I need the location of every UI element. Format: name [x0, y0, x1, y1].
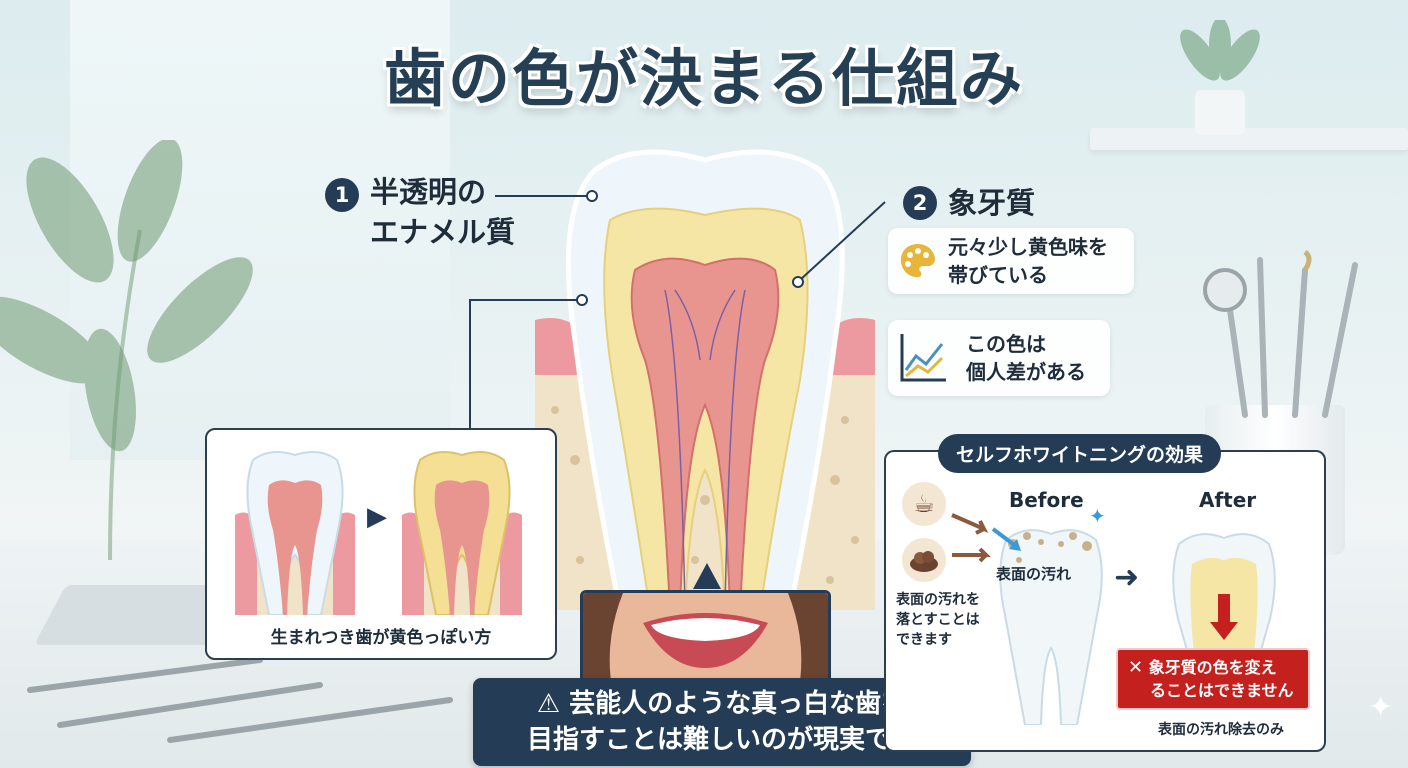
result-arrow-icon: ➜: [1114, 560, 1140, 595]
yellow-tooth-diagram: [402, 450, 522, 615]
warning-banner: ⚠ 芸能人のような真っ白な歯を 目指すことは難しいのが現実です: [473, 678, 971, 766]
after-tooth: [1172, 533, 1276, 654]
info-card-individual-line1: この色は: [966, 332, 1046, 356]
warning-line1: 芸能人のような真っ白な歯を: [569, 689, 908, 719]
cannot-change-line1: 象牙質の色を変え: [1148, 658, 1277, 677]
white-tooth-diagram: [235, 450, 355, 615]
pointer-triangle: [693, 563, 721, 589]
tooth-cross-section: [535, 149, 875, 610]
dentin-label: 象牙質: [948, 186, 1036, 220]
info-card-individual-line2: 個人差がある: [966, 360, 1086, 384]
stain-arrows: [951, 513, 991, 563]
info-card-yellowish: 元々少し黄色味を 帯びている: [888, 228, 1134, 294]
removable-note-line2: 落とすことは: [896, 612, 980, 628]
info-card-yellowish-line2: 帯びている: [948, 263, 1048, 287]
transition-arrow-icon: ▶: [367, 502, 387, 532]
sparkle-icon: ✦: [1368, 690, 1394, 725]
whitening-panel: Before After ☕ 表面の汚れを 落とすことは できます ✦ 表面の汚…: [884, 450, 1326, 752]
whitening-heading: セルフホワイトニングの効果: [938, 434, 1222, 473]
info-card-individual: この色は 個人差がある: [888, 320, 1110, 396]
counter-instruments: [27, 657, 453, 743]
coffee-icon: ☕: [902, 482, 946, 526]
enamel-label-line1: 半透明の: [370, 175, 487, 209]
after-label: After: [1199, 488, 1257, 512]
comparison-caption: 生まれつき歯が黄色っぽい方: [270, 628, 492, 648]
background-shelf: [1090, 128, 1408, 150]
cannot-change-line2: ることはできません: [1150, 681, 1294, 700]
dental-instruments: [1203, 250, 1358, 418]
warning-line2: 目指すことは難しいのが現実です: [526, 725, 917, 755]
whitening-footer: 表面の汚れ除去のみ: [1158, 722, 1284, 738]
palette-icon: [900, 244, 935, 278]
food-icon: [902, 538, 946, 582]
before-label: Before: [1009, 488, 1084, 512]
blue-indicator-arrow: [991, 527, 1021, 551]
stain-label: 表面の汚れ: [996, 565, 1072, 583]
sparkle-small-icon: ✦: [1089, 504, 1106, 528]
warning-line1-row: ⚠ 芸能人のような真っ白な歯を: [491, 686, 953, 722]
cannot-change-badge: ✕ 象牙質の色を変え ることはできません: [1116, 648, 1310, 710]
removable-note: 表面の汚れを 落とすことは できます: [896, 590, 980, 650]
info-card-yellowish-line1: 元々少し黄色味を: [948, 235, 1108, 259]
page-title: 歯の色が決まる仕組み: [383, 42, 1024, 115]
background-small-plant: [1180, 20, 1260, 135]
enamel-label-line2: エナメル質: [370, 215, 516, 249]
enamel-label: 半透明の エナメル質: [370, 172, 515, 252]
background-plant: [0, 140, 253, 560]
warning-triangle-icon: ⚠: [536, 689, 561, 719]
cross-icon: ✕: [1128, 657, 1144, 678]
comparison-panel: ▶ 生まれつき歯が黄色っぽい方: [205, 428, 557, 660]
dentin-number-badge: 2: [903, 186, 937, 220]
smile-illustration: [583, 593, 828, 693]
trend-chart-icon: [900, 334, 946, 382]
removable-note-line1: 表面の汚れを: [896, 592, 980, 608]
before-tooth: [999, 529, 1103, 725]
enamel-number-badge: 1: [325, 178, 359, 212]
removable-note-line3: できます: [896, 632, 952, 648]
